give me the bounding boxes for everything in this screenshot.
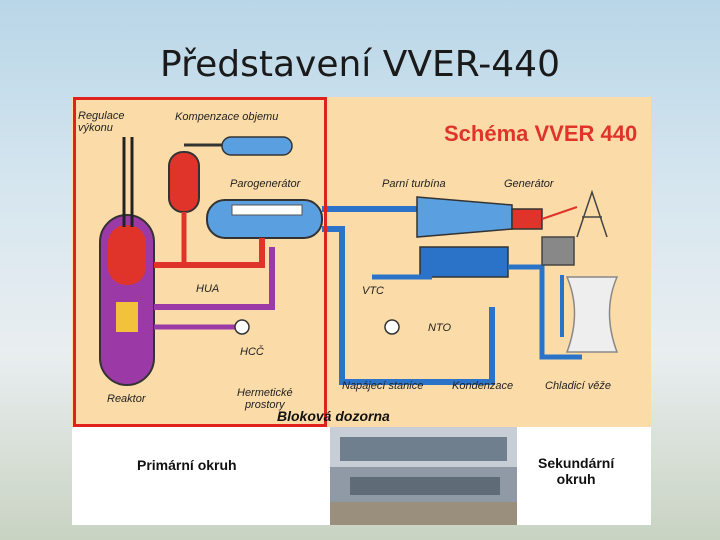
- scheme-drawing: [99, 136, 619, 386]
- feed-pump: [384, 319, 400, 335]
- label-napajeci: Napájecí stanice: [342, 380, 424, 392]
- label-parogenerator: Parogenerátor: [230, 178, 301, 190]
- main-pump: [234, 319, 250, 335]
- bottom-panel: Primární okruh Sekundární okruh: [72, 427, 651, 525]
- secondary-circuit-label: Sekundární okruh: [538, 455, 615, 487]
- label-hcc: HCČ: [240, 346, 264, 358]
- control-room-photo: [330, 427, 517, 525]
- label-regulace: Regulace výkonu: [78, 110, 125, 134]
- label-hua: HUA: [196, 283, 220, 295]
- label-generator: Generátor: [504, 178, 554, 190]
- reactor-core-top: [108, 225, 146, 285]
- condenser: [419, 246, 509, 278]
- turbine: [416, 196, 513, 238]
- label-vtc: VTC: [362, 285, 384, 297]
- primary-circuit-label: Primární okruh: [137, 457, 237, 473]
- primary-circuit-frame: [73, 97, 327, 427]
- label-chladici: Chladicí věže: [545, 380, 612, 392]
- label-blokova-dozorna: Bloková dozorna: [277, 408, 390, 424]
- transformer: [541, 236, 575, 266]
- slide-title: Představení VVER-440: [160, 44, 560, 85]
- feedwater-line: [322, 226, 495, 385]
- cold-leg: [154, 247, 275, 310]
- label-kondenzace: Kondenzace: [452, 380, 514, 392]
- label-parni-turbina: Parní turbína: [382, 178, 446, 190]
- label-nto: NTO: [428, 322, 452, 334]
- label-reaktor: Reaktor: [107, 393, 146, 405]
- label-hermeticke: Hermetické prostory: [237, 387, 293, 411]
- vver-scheme: Schéma VVER 440 Regulace výkonu Kompenza…: [72, 97, 651, 427]
- label-kompenzace: Kompenzace objemu: [175, 111, 279, 123]
- cooling-water-line: [508, 264, 582, 360]
- fuel-assemblies: [116, 302, 138, 332]
- power-pylon: [576, 189, 608, 238]
- generator: [511, 208, 543, 230]
- cooling-tower: [565, 276, 619, 353]
- hot-leg: [154, 238, 265, 268]
- scheme-title: Schéma VVER 440: [444, 121, 638, 146]
